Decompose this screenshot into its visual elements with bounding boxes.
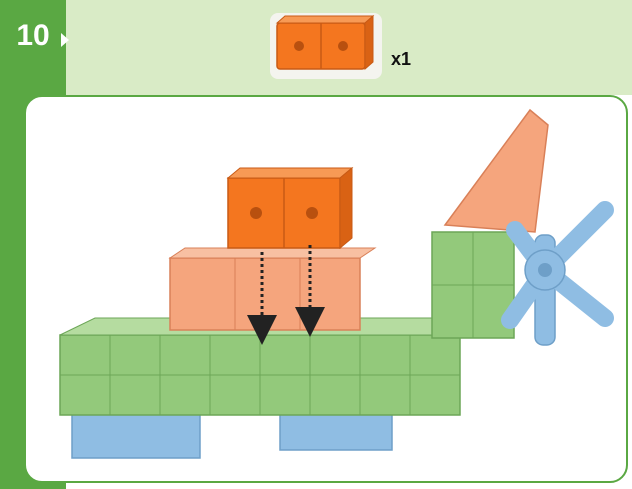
orange-double-cube [226,166,354,250]
peach-cube-row [168,247,377,331]
part-quantity: x1 [391,49,412,69]
blue-propeller [501,201,614,346]
peach-fin [443,108,549,233]
green-tail-tower [431,231,515,339]
green-base [59,317,496,416]
step-arrow-icon [61,33,69,47]
orange-double-cube-icon [275,14,375,71]
step-number: 10 [16,19,50,52]
placement-arrows [247,245,325,345]
